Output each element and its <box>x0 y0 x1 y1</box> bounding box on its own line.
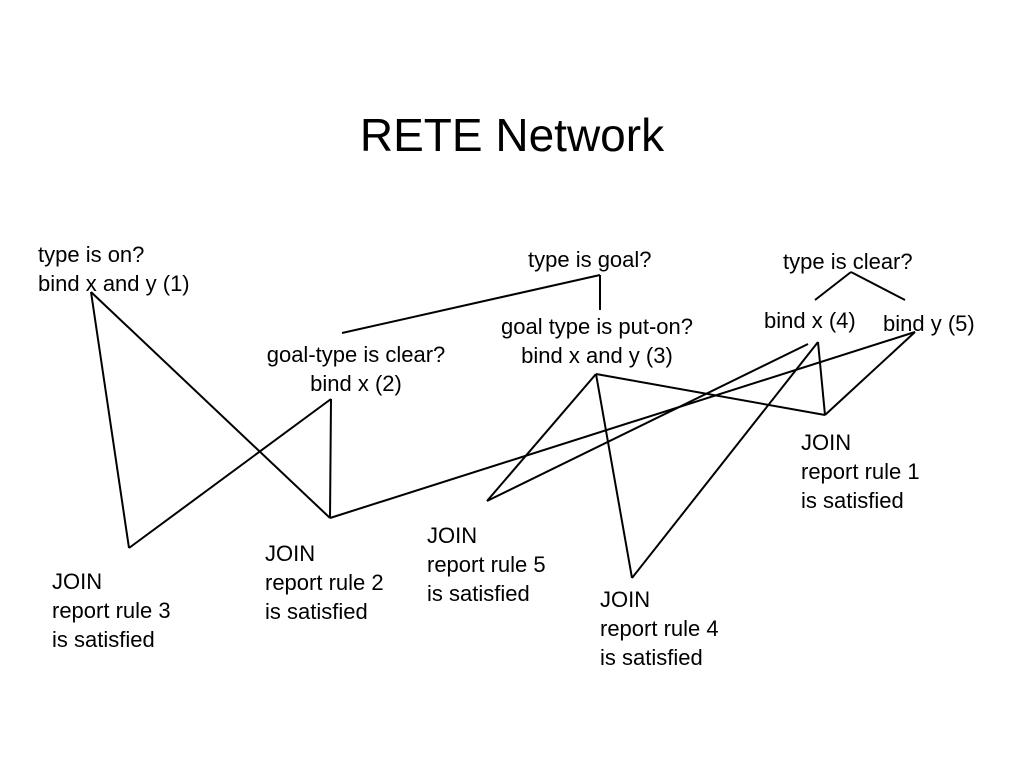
node-type-is-clear-line1: type is clear? <box>783 249 913 274</box>
join-rule-2-line2: report rule 2 <box>265 570 384 595</box>
edge-clear-to-bindy <box>850 271 906 301</box>
node-goal-type-is-clear-line1: goal-type is clear? <box>266 342 446 367</box>
join-rule-4-line1: JOIN <box>600 587 651 612</box>
edge-node5-to-join1 <box>824 331 916 416</box>
node-bind-x-4-line1: bind x (4) <box>764 308 856 333</box>
join-rule-5-line2: report rule 5 <box>427 552 546 577</box>
edge-clear-to-bindx <box>814 271 852 301</box>
node-type-is-on-line2: bind x and y (1) <box>38 271 190 296</box>
edge-node4-to-join5 <box>486 343 809 502</box>
join-rule-4: JOIN report rule 4 is satisfied <box>600 585 719 672</box>
join-rule-1: JOIN report rule 1 is satisfied <box>801 428 920 515</box>
join-rule-2: JOIN report rule 2 is satisfied <box>265 539 384 626</box>
node-goal-type-is-put-on-line2: bind x and y (3) <box>521 343 673 368</box>
edge-node1-to-join3 <box>90 291 130 549</box>
join-rule-3: JOIN report rule 3 is satisfied <box>52 567 171 654</box>
node-type-is-goal: type is goal? <box>528 245 652 274</box>
edge-node2-to-join3 <box>128 398 332 549</box>
join-rule-5: JOIN report rule 5 is satisfied <box>427 521 546 608</box>
join-rule-4-line3: is satisfied <box>600 645 703 670</box>
node-goal-type-is-clear: goal-type is clear? bind x (2) <box>236 340 476 398</box>
edge-goal-to-goalclear <box>341 274 601 334</box>
node-bind-y-5-line1: bind y (5) <box>883 311 975 336</box>
join-rule-5-line3: is satisfied <box>427 581 530 606</box>
node-type-is-clear: type is clear? <box>783 247 913 276</box>
edge-node1-to-join2 <box>90 291 331 519</box>
join-rule-2-line3: is satisfied <box>265 599 368 624</box>
edge-node4-to-join4 <box>631 341 819 579</box>
join-rule-3-line3: is satisfied <box>52 627 155 652</box>
join-rule-2-line1: JOIN <box>265 541 316 566</box>
node-type-is-on-line1: type is on? <box>38 242 145 267</box>
edge-node4-to-join1 <box>817 341 826 416</box>
node-bind-x-4: bind x (4) <box>764 306 856 335</box>
node-goal-type-is-clear-line2: bind x (2) <box>310 371 402 396</box>
join-rule-1-line1: JOIN <box>801 430 852 455</box>
edge-node3-to-join5 <box>486 373 597 502</box>
edge-node2-to-join2 <box>329 398 332 519</box>
node-goal-type-is-put-on: goal type is put-on? bind x and y (3) <box>472 312 722 370</box>
node-goal-type-is-put-on-line1: goal type is put-on? <box>500 314 694 339</box>
join-rule-1-line2: report rule 1 <box>801 459 920 484</box>
edge-node3-to-join4 <box>595 373 633 579</box>
join-rule-1-line3: is satisfied <box>801 488 904 513</box>
join-rule-4-line2: report rule 4 <box>600 616 719 641</box>
node-bind-y-5: bind y (5) <box>883 309 975 338</box>
edge-node3-to-join1 <box>595 373 826 416</box>
slide-title: RETE Network <box>359 109 665 161</box>
node-type-is-goal-line1: type is goal? <box>528 247 652 272</box>
edge-node5-to-join2 <box>329 331 916 519</box>
node-type-is-on: type is on? bind x and y (1) <box>38 240 190 298</box>
join-rule-3-line1: JOIN <box>52 569 103 594</box>
join-rule-3-line2: report rule 3 <box>52 598 171 623</box>
join-rule-5-line1: JOIN <box>427 523 478 548</box>
